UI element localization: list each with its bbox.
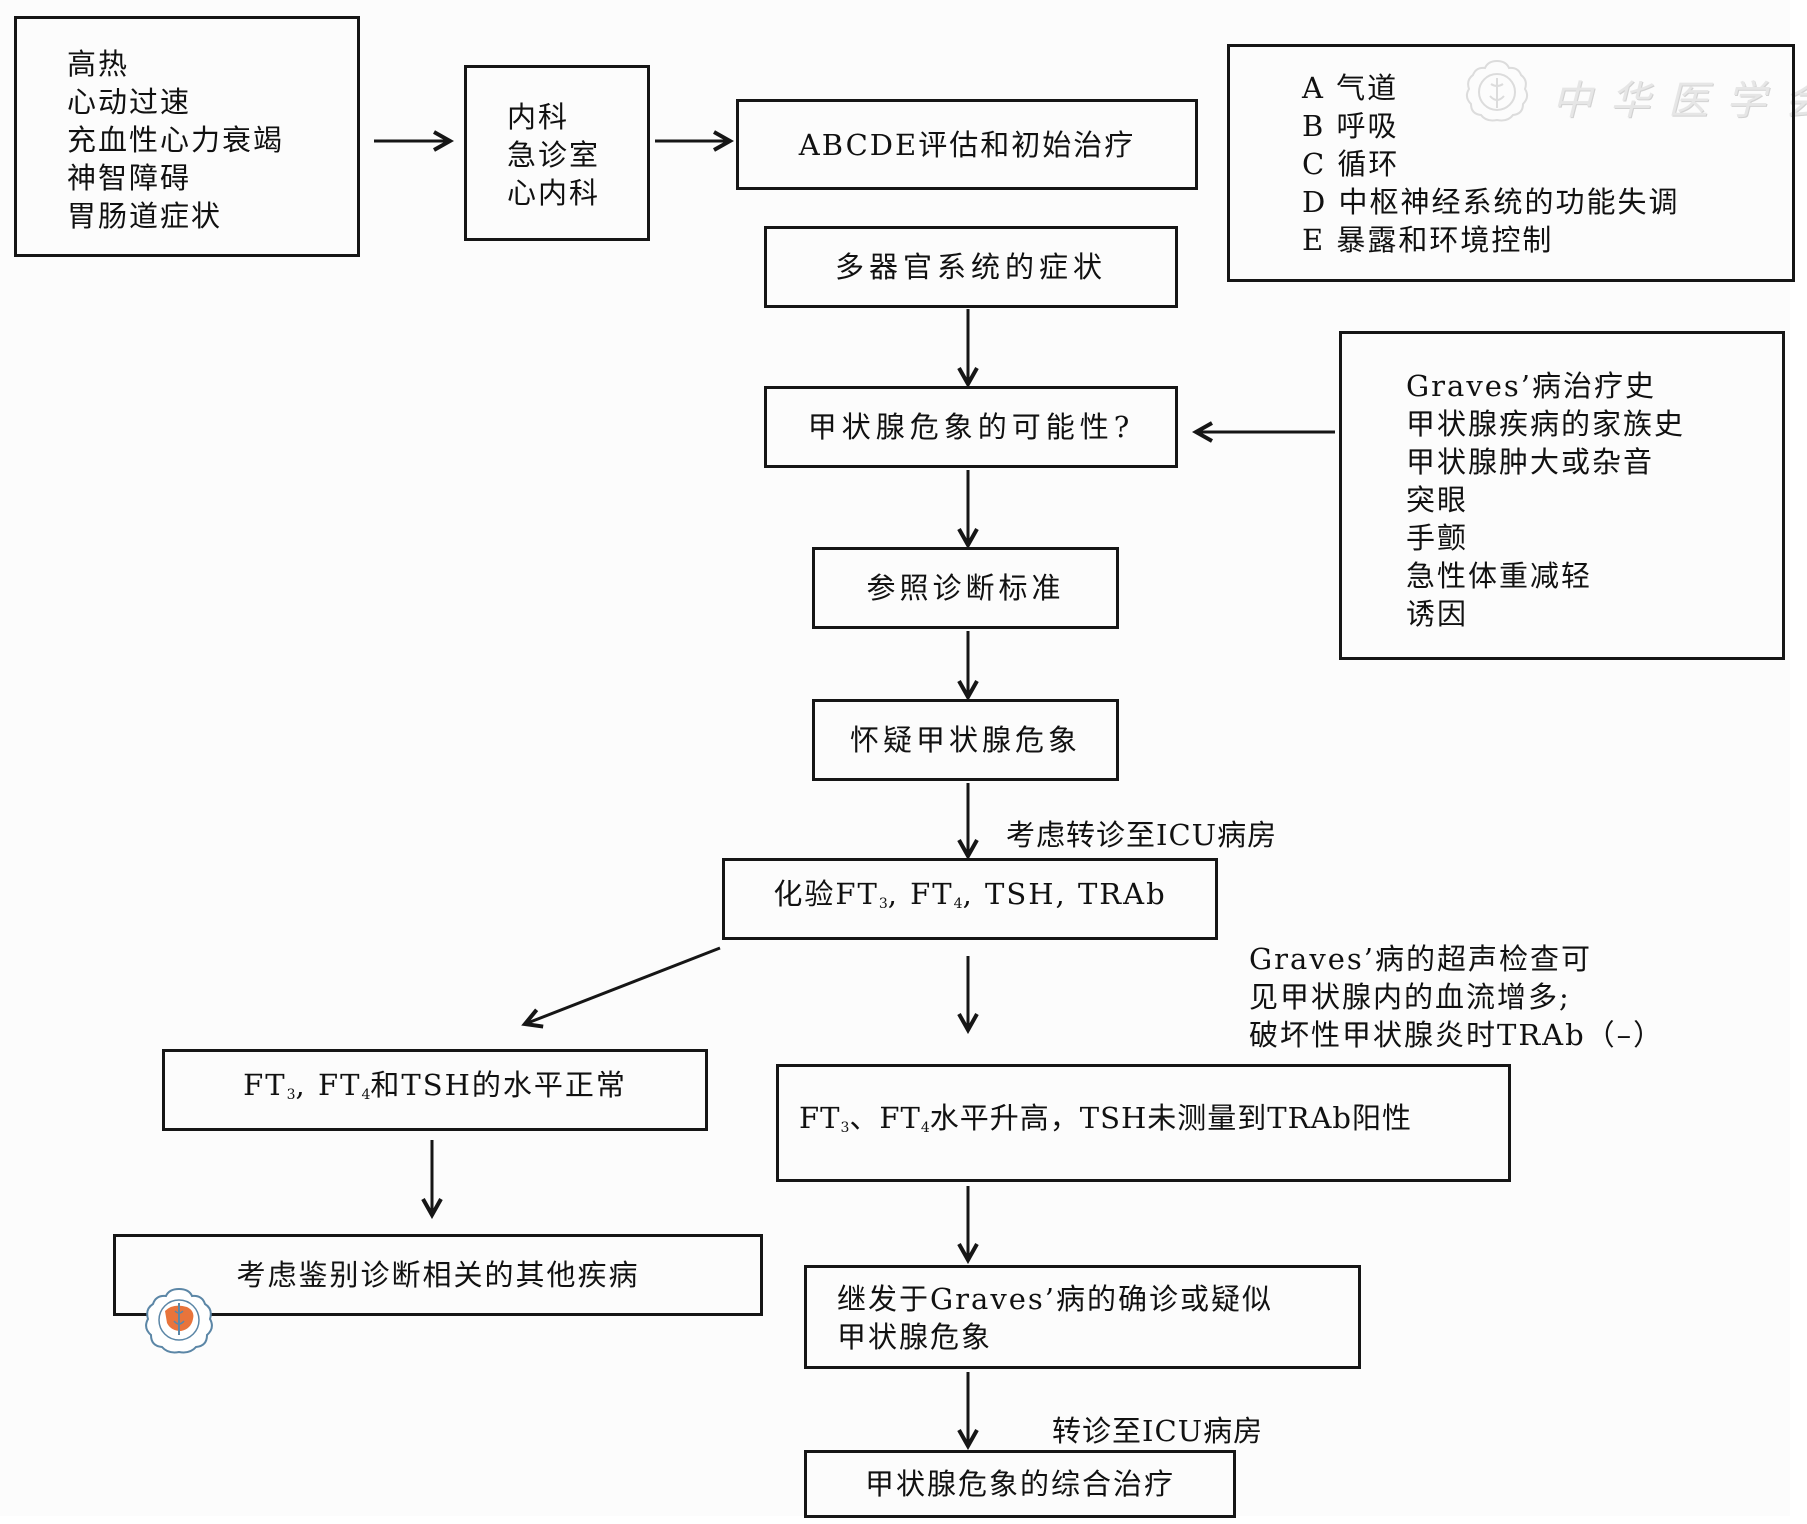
symptoms-list: 高热 心动过速 充血性心力衰竭 神智障碍 胃肠道症状 [67,45,284,235]
history-item: 急性体重减轻 [1406,559,1593,593]
lab-tests-prefix: 化验FT [773,877,879,911]
history-item: 甲状腺疾病的家族史 [1406,407,1686,441]
symptom-item: 充血性心力衰竭 [67,123,285,157]
history-item: 突眼 [1406,483,1469,517]
subscript: 4 [953,896,963,912]
ultrasound-note-line: 破坏性甲状腺炎时TRAb（–） [1249,1018,1665,1052]
ultrasound-note-line: 见甲状腺内的血流增多; [1249,980,1571,1014]
history-item: 手颤 [1406,521,1469,555]
chinese-medical-association-logo-icon [145,1287,213,1354]
subscript: 3 [878,896,888,912]
department-item: 心内科 [507,176,601,210]
departments-list: 内科 急诊室 心内科 [507,98,600,212]
department-item: 急诊室 [507,138,601,172]
symptom-item: 神智障碍 [67,161,192,195]
symptoms-box: 高热 心动过速 充血性心力衰竭 神智障碍 胃肠道症状 [14,16,360,257]
diagnostic-criteria-label: 参照诊断标准 [866,571,1065,605]
subscript: 3 [286,1087,296,1103]
watermark-logo-icon [1465,59,1529,122]
subscript: 4 [920,1120,930,1136]
abcde-legend-item: B 呼吸 [1302,109,1399,143]
normal-levels-label: FT3, FT4和TSH的水平正常 [243,1066,627,1114]
graves-crisis-box: 继发于Graves’病的确诊或疑似 甲状腺危象 [804,1265,1361,1369]
clinical-history-list: Graves’病治疗史 甲状腺疾病的家族史 甲状腺肿大或杂音 突眼 手颤 急性体… [1406,367,1685,633]
ultrasound-annotation: Graves’病的超声检查可 见甲状腺内的血流增多; 破坏性甲状腺炎时TRAb（… [1249,940,1664,1054]
storm-possibility-box: 甲状腺危象的可能性? [764,386,1178,468]
department-item: 内科 [507,100,570,134]
graves-crisis-line: 继发于Graves’病的确诊或疑似 [837,1282,1273,1316]
abcde-legend-item: D 中枢神经系统的功能失调 [1302,185,1680,219]
ultrasound-note-line: Graves’病的超声检查可 [1249,942,1592,976]
history-item: 甲状腺肿大或杂音 [1406,445,1655,479]
elevated-levels-box: FT3、FT4水平升高，TSH未测量到TRAb阳性 [776,1064,1511,1182]
comprehensive-treatment-label: 甲状腺危象的综合治疗 [864,1467,1175,1501]
watermark-text: 中华医学会 [1552,78,1807,124]
suspected-storm-box: 怀疑甲状腺危象 [812,699,1119,781]
abcde-assessment-label: ABCDE评估和初始治疗 [798,127,1136,162]
abcde-assessment-box: ABCDE评估和初始治疗 [736,99,1198,190]
differential-diagnosis-label: 考虑鉴别诊断相关的其他疾病 [236,1258,640,1292]
normal-levels-box: FT3, FT4和TSH的水平正常 [162,1049,708,1131]
lab-tests-mid: , FT [887,877,954,911]
clinical-history-box: Graves’病治疗史 甲状腺疾病的家族史 甲状腺肿大或杂音 突眼 手颤 急性体… [1339,331,1785,660]
subscript: 3 [840,1120,850,1136]
storm-possibility-label: 甲状腺危象的可能性? [807,410,1135,444]
multi-organ-symptoms-box: 多器官系统的症状 [764,226,1178,308]
elevated-levels-label: FT3、FT4水平升高，TSH未测量到TRAb阳性 [799,1099,1412,1147]
lab-tests-suffix: , TSH, TRAb [962,877,1167,911]
suspected-storm-label: 怀疑甲状腺危象 [849,723,1081,757]
abcde-legend-item: A 气道 [1302,71,1399,105]
history-item: 诱因 [1406,597,1469,631]
graves-crisis-line: 甲状腺危象 [837,1320,993,1354]
symptom-item: 心动过速 [67,85,192,119]
elevated-levels-suffix: 水平升高，TSH未测量到TRAb阳性 [929,1101,1412,1135]
comprehensive-treatment-box: 甲状腺危象的综合治疗 [804,1450,1236,1518]
multi-organ-symptoms-label: 多器官系统的症状 [834,250,1107,284]
subscript: 4 [361,1087,371,1103]
graves-crisis-text: 继发于Graves’病的确诊或疑似 甲状腺危象 [837,1280,1273,1356]
lab-tests-box: 化验FT3, FT4, TSH, TRAb [722,858,1218,940]
elevated-levels-prefix: FT [799,1101,841,1135]
differential-diagnosis-box: 考虑鉴别诊断相关的其他疾病 [113,1234,763,1316]
lab-tests-label: 化验FT3, FT4, TSH, TRAb [773,875,1166,923]
elevated-levels-mid: 、FT [849,1101,921,1135]
normal-levels-prefix: FT [243,1068,287,1102]
transfer-icu-annotation: 转诊至ICU病房 [1052,1414,1264,1448]
normal-levels-suffix: 和TSH的水平正常 [370,1068,627,1102]
abcde-legend-box: A 气道 B 呼吸 C 循环 D 中枢神经系统的功能失调 E 暴露和环境控制 [1227,44,1795,282]
departments-box: 内科 急诊室 心内科 [464,65,650,241]
symptom-item: 高热 [67,47,130,81]
abcde-legend-list: A 气道 B 呼吸 C 循环 D 中枢神经系统的功能失调 E 暴露和环境控制 [1302,69,1679,259]
abcde-legend-item: E 暴露和环境控制 [1302,223,1554,257]
abcde-legend-item: C 循环 [1302,147,1400,181]
diagnostic-criteria-box: 参照诊断标准 [812,547,1119,629]
symptom-item: 胃肠道症状 [67,199,223,233]
history-item: Graves’病治疗史 [1406,369,1656,403]
normal-levels-mid: , FT [295,1068,362,1102]
consider-icu-annotation: 考虑转诊至ICU病房 [1006,818,1278,852]
